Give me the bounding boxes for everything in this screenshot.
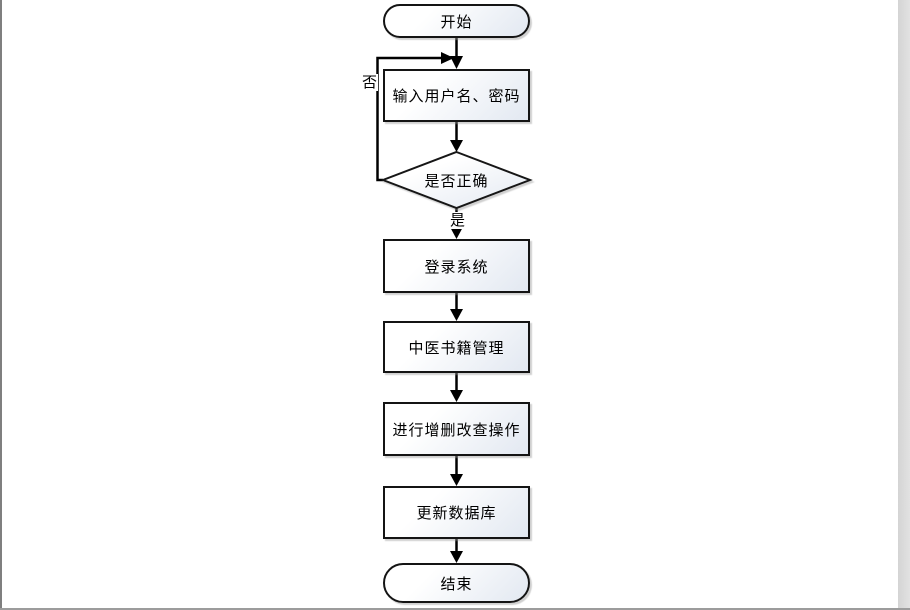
edge-label-no: 否 <box>361 73 379 91</box>
connector-update-to-end <box>450 539 463 563</box>
node-label-input-credentials: 输入用户名、密码 <box>392 87 521 105</box>
connector-input-to-decision <box>450 122 463 152</box>
node-label-is-correct: 是否正确 <box>424 171 489 190</box>
connector-crud-to-update <box>450 456 463 486</box>
connector-start-to-input <box>450 38 463 69</box>
node-label-crud-operations: 进行增删改查操作 <box>392 420 521 439</box>
bottom-edge-line <box>0 608 910 610</box>
flowchart-node-decision: 是否正确 <box>393 171 520 190</box>
edge-label-yes: 是 <box>449 211 467 229</box>
node-label-update-database: 更新数据库 <box>416 504 497 522</box>
flowchart-node-end: 结束 <box>383 563 530 603</box>
left-edge-line <box>0 0 2 610</box>
flowchart-node-login-system: 登录系统 <box>383 239 530 293</box>
connector-login-to-books <box>450 293 463 321</box>
connector-books-to-crud <box>450 373 463 402</box>
flowchart-node-update-database: 更新数据库 <box>383 486 530 539</box>
right-gutter <box>898 0 910 610</box>
node-label-login-system: 登录系统 <box>424 257 489 276</box>
node-label-start: 开始 <box>440 12 473 31</box>
node-label-book-management: 中医书籍管理 <box>408 338 505 357</box>
flowchart-node-input-credentials: 输入用户名、密码 <box>383 69 530 122</box>
flowchart-node-crud-operations: 进行增删改查操作 <box>383 402 530 456</box>
node-label-end: 结束 <box>440 574 473 593</box>
flowchart-node-start: 开始 <box>383 4 530 38</box>
flowchart-node-book-management: 中医书籍管理 <box>383 321 530 373</box>
